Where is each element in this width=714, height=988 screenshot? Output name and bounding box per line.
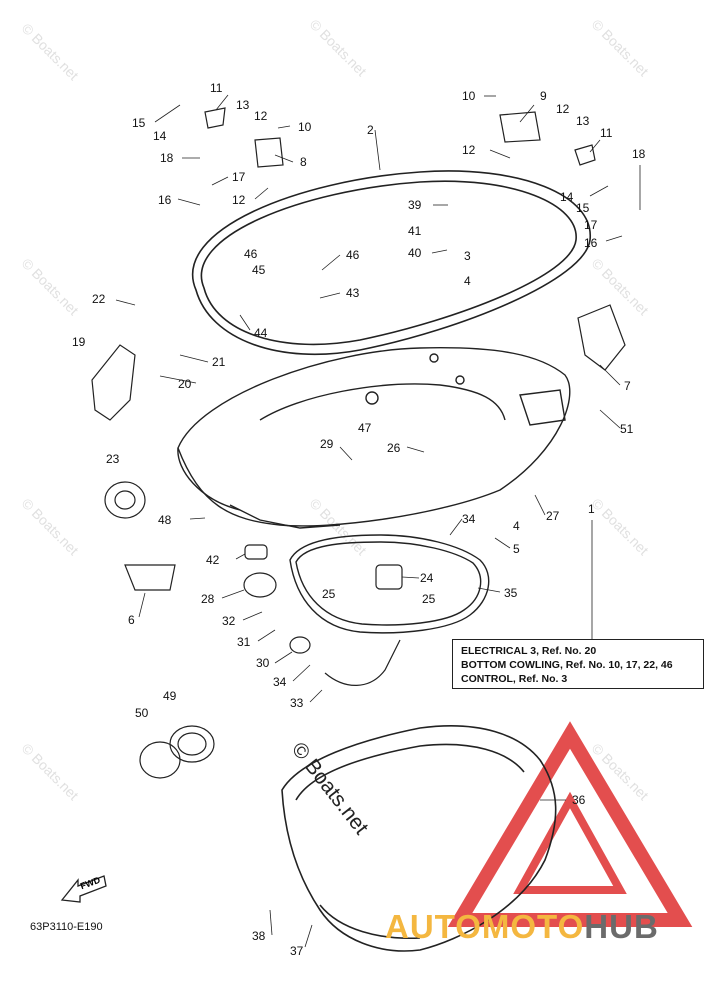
callout-number: 34 <box>462 512 476 526</box>
callout-number: 2 <box>367 123 374 137</box>
callout-number: 25 <box>322 587 336 601</box>
callout-number: 26 <box>387 441 401 455</box>
logo-triangle-icon <box>447 721 693 927</box>
callout-number: 20 <box>178 377 192 391</box>
callout-number: 46 <box>244 247 258 261</box>
reference-line: BOTTOM COWLING, Ref. No. 10, 17, 22, 46 <box>461 659 673 671</box>
apron-shell <box>281 725 557 952</box>
callout-number: 7 <box>624 379 631 393</box>
callout-number: 31 <box>237 635 251 649</box>
leader-lines <box>115 94 641 948</box>
callout-number: 18 <box>632 147 646 161</box>
callout-number: 4 <box>513 519 520 533</box>
callout-number: 13 <box>236 98 250 112</box>
diagram-code: 63P3110-E190 <box>30 921 103 933</box>
callout-number: 43 <box>346 286 360 300</box>
logo-text-part1: AUTOMOTO <box>385 908 585 945</box>
bottom-cowling <box>177 347 571 529</box>
callout-number: 24 <box>420 571 434 585</box>
callout-number: 17 <box>584 218 598 232</box>
callout-number: 40 <box>408 246 422 260</box>
callout-number: 15 <box>132 116 146 130</box>
callout-number: 29 <box>320 437 334 451</box>
callout-number: 44 <box>254 326 268 340</box>
callout-number: 4 <box>464 274 471 288</box>
callout-number: 9 <box>540 89 547 103</box>
callout-number: 12 <box>556 102 570 116</box>
callout-number: 28 <box>201 592 215 606</box>
seal-gasket <box>191 170 591 356</box>
callout-number: 12 <box>254 109 268 123</box>
callout-number: 30 <box>256 656 270 670</box>
callout-number: 16 <box>584 236 598 250</box>
logo-text-part2: HUB <box>584 908 659 945</box>
callout-number: 37 <box>290 944 304 958</box>
reference-box: ELECTRICAL 3, Ref. No. 20 BOTTOM COWLING… <box>452 639 704 689</box>
hardware-parts <box>91 107 626 779</box>
callout-number: 10 <box>462 89 476 103</box>
callout-number: 6 <box>128 613 135 627</box>
callout-number: 16 <box>158 193 172 207</box>
logo: AUTOMOTOHUB <box>385 908 659 946</box>
callout-number: 11 <box>210 81 223 95</box>
callout-number: 14 <box>153 129 167 143</box>
callout-number: 35 <box>504 586 518 600</box>
callout-number: 41 <box>408 224 422 238</box>
callout-number: 48 <box>158 513 172 527</box>
reference-line: CONTROL, Ref. No. 3 <box>461 673 568 685</box>
callout-number: 13 <box>576 114 590 128</box>
callout-number: 5 <box>513 542 520 556</box>
callout-number: 27 <box>546 509 560 523</box>
callout-number: 14 <box>560 190 574 204</box>
callout-number: 25 <box>422 592 436 606</box>
callout-number: 45 <box>252 263 266 277</box>
callout-number: 47 <box>358 421 372 435</box>
callout-number: 23 <box>106 452 120 466</box>
callout-number: 11 <box>600 126 613 140</box>
callout-number: 12 <box>462 143 476 157</box>
lower-gasket <box>289 534 490 634</box>
callout-number: 3 <box>464 249 471 263</box>
callout-number: 46 <box>346 248 360 262</box>
callout-number: 32 <box>222 614 236 628</box>
callout-number: 21 <box>212 355 226 369</box>
callout-number: 39 <box>408 198 422 212</box>
callout-number: 17 <box>232 170 246 184</box>
callout-number: 15 <box>576 201 590 215</box>
callout-number: 8 <box>300 155 307 169</box>
callout-number: 49 <box>163 689 177 703</box>
callout-number: 36 <box>572 793 586 807</box>
reference-line: ELECTRICAL 3, Ref. No. 20 <box>461 645 597 657</box>
callout-number: 50 <box>135 706 149 720</box>
callout-number: 22 <box>92 292 106 306</box>
callout-number: 34 <box>273 675 287 689</box>
callout-number: 18 <box>160 151 174 165</box>
callout-number: 12 <box>232 193 246 207</box>
callout-number: 1 <box>588 502 595 516</box>
callout-number: 19 <box>72 335 86 349</box>
callout-number: 51 <box>620 422 634 436</box>
callout-number: 42 <box>206 553 220 567</box>
callout-number: 10 <box>298 120 312 134</box>
callout-number: 33 <box>290 696 304 710</box>
callout-number: 38 <box>252 929 266 943</box>
fwd-arrow-icon <box>60 875 107 903</box>
